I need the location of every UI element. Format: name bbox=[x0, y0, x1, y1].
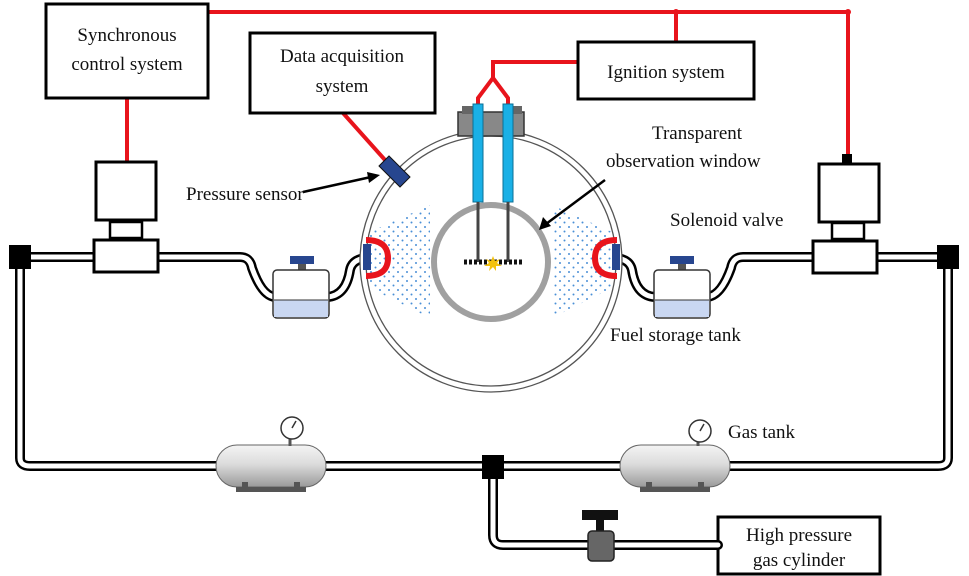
electrode-assembly bbox=[457, 103, 525, 271]
spray-region-left bbox=[370, 205, 430, 318]
pressure-sensor bbox=[378, 155, 411, 188]
pressure-sensor-label: Pressure sensor bbox=[186, 184, 304, 205]
wire-junction-dot bbox=[673, 9, 679, 15]
pipes bbox=[15, 252, 953, 550]
daq-label-1: Data acquisition bbox=[280, 46, 404, 67]
pipe-junction-left bbox=[9, 245, 31, 269]
ignition-label: Ignition system bbox=[607, 62, 725, 83]
spray-region-right bbox=[552, 205, 612, 318]
sync-label-1: Synchronous bbox=[77, 25, 176, 46]
wire-junction-dot bbox=[845, 9, 851, 15]
sync-label-2: control system bbox=[71, 54, 183, 75]
pipe-junction-center bbox=[482, 455, 504, 479]
window-label-2: observation window bbox=[606, 151, 761, 172]
ignition-to-electrode-wire bbox=[476, 60, 578, 106]
cylinder-valve bbox=[582, 510, 618, 562]
solenoid-valve-right bbox=[811, 154, 881, 275]
daq-label-2: system bbox=[316, 76, 369, 97]
cylinder-label-1: High pressure bbox=[746, 525, 852, 546]
gas-tank-left bbox=[215, 416, 327, 492]
pressure-sensor-arrow bbox=[302, 175, 372, 194]
solenoid-valve-label: Solenoid valve bbox=[670, 210, 783, 231]
cylinder-label-2: gas cylinder bbox=[753, 550, 846, 571]
electrode-right bbox=[502, 103, 514, 203]
spark-icon bbox=[484, 256, 502, 271]
pressure-gauge-icon bbox=[688, 419, 712, 443]
pointer-arrows bbox=[302, 172, 606, 230]
solenoid-valve-left bbox=[92, 160, 160, 274]
pressure-gauge-icon bbox=[280, 416, 304, 440]
gas-tank-right bbox=[619, 419, 731, 492]
injector-left bbox=[363, 237, 392, 279]
window-arrow bbox=[545, 178, 606, 226]
gas-tank-label: Gas tank bbox=[728, 422, 796, 443]
high-pressure-cylinder-box: High pressure gas cylinder bbox=[716, 515, 882, 576]
daq-to-sensor-wire bbox=[341, 111, 387, 162]
fuel-tank-right bbox=[653, 256, 711, 319]
electrode-left bbox=[472, 103, 484, 203]
injector-right bbox=[591, 237, 620, 279]
synchronous-control-box: Synchronous control system bbox=[44, 2, 210, 100]
pipe-junction-right bbox=[937, 245, 959, 269]
fuel-tank-left bbox=[272, 256, 330, 319]
fuel-storage-tank-label: Fuel storage tank bbox=[610, 325, 741, 346]
window-label-1: Transparent bbox=[652, 123, 743, 144]
ignition-system-box: Ignition system bbox=[576, 40, 756, 101]
ignition-to-electrode-wire-2 bbox=[491, 76, 510, 106]
data-acquisition-box: Data acquisition system bbox=[248, 31, 437, 115]
